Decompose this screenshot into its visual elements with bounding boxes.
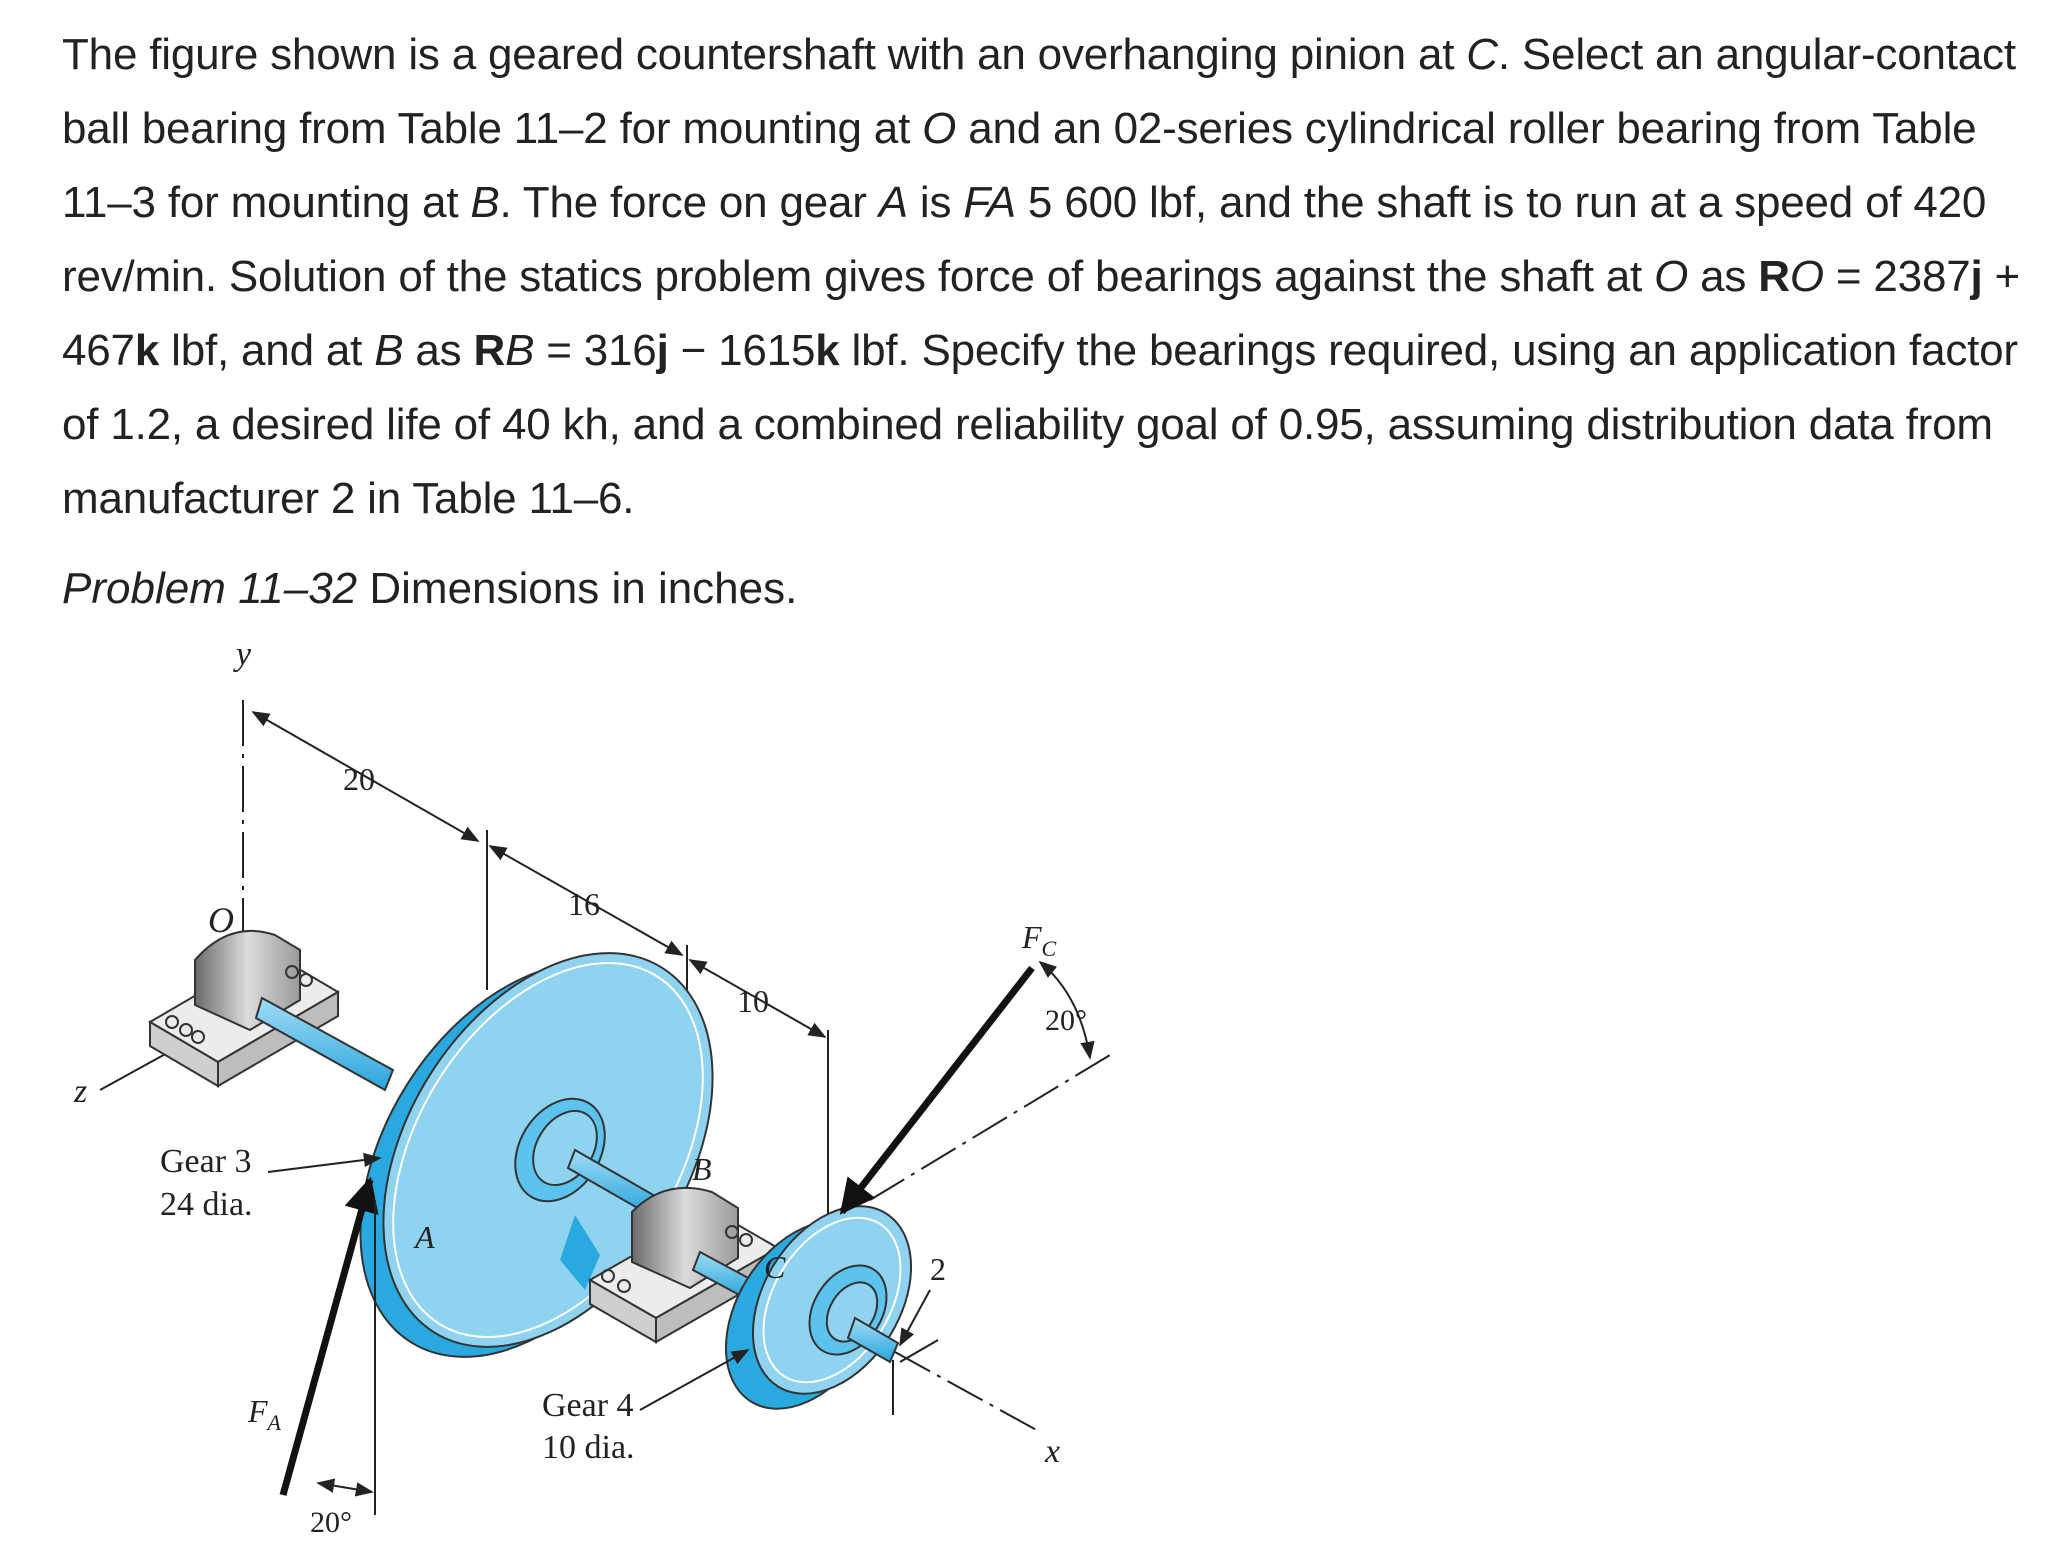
bearing-o (148, 929, 340, 1088)
angle-arc-fc (1038, 960, 1095, 1060)
angle-fc-label: 20° (1045, 1004, 1087, 1037)
dimension-line-10 (688, 959, 827, 1038)
angle-arc-fa (316, 1478, 374, 1497)
vector-r-2: R (473, 326, 506, 375)
gear-3 (359, 952, 714, 1358)
dimension-10: 10 (737, 983, 769, 1019)
var-c: C (1466, 30, 1498, 79)
dimension-line-16 (488, 845, 684, 956)
axis-y-label: y (233, 636, 252, 673)
unit-vector-k-1: k (134, 326, 160, 375)
problem-text-13: − 1615 (668, 326, 816, 375)
gear3-label-line2: 24 dia. (160, 1186, 253, 1223)
dimension-16: 16 (568, 886, 600, 922)
var-a: A (878, 178, 908, 227)
problem-text-1: The figure shown is a geared countershaf… (62, 30, 1467, 79)
label-b: B (692, 1151, 712, 1187)
label-a: A (413, 1219, 435, 1255)
dim-2-tick (899, 1339, 939, 1363)
problem-text-11: as (403, 326, 474, 375)
gear3-label-line1: Gear 3 (160, 1143, 252, 1180)
fc-reference-line (869, 1054, 1111, 1201)
dimension-20: 20 (343, 761, 375, 797)
gear4-label-line2: 10 dia. (542, 1429, 635, 1466)
axis-x-label: x (1044, 1433, 1060, 1470)
dimension-2: 2 (930, 1251, 946, 1287)
force-fc-subscript: C (1042, 936, 1057, 961)
force-fc-arrow (839, 965, 1035, 1215)
caption-text: Dimensions in inches. (357, 564, 798, 613)
problem-number: Problem 11–32 (62, 564, 358, 613)
shaft-end (846, 1316, 900, 1364)
problem-text-14: lbf. Specify the bearings required, usin… (62, 326, 2018, 523)
var-o-3: O (1789, 252, 1824, 301)
gear3-leader (267, 1152, 382, 1173)
gear4-label-line1: Gear 4 (542, 1387, 634, 1424)
force-fa-symbol: F (247, 1393, 268, 1429)
problem-statement: The figure shown is a geared countershaf… (62, 18, 2046, 536)
dimension-line-20 (251, 711, 480, 842)
figure-caption: Problem 11–32 Dimensions in inches. (62, 552, 797, 626)
var-b-3: B (505, 326, 535, 375)
problem-text-9: + 467 (62, 252, 2021, 375)
label-c: C (764, 1249, 786, 1285)
unit-vector-k-2: k (815, 326, 840, 375)
vector-r-1: R (1758, 252, 1790, 301)
force-fc-label: FC (1021, 919, 1057, 961)
angle-fa-label: 20° (310, 1506, 352, 1539)
problem-text-8: = 2387 (1823, 252, 1971, 301)
unit-vector-j-2: j (656, 326, 669, 375)
problem-text-4: . The force on gear (499, 178, 879, 227)
var-fa: FA (963, 178, 1016, 227)
var-o-2: O (1654, 252, 1689, 301)
force-fa-arrow (279, 1176, 379, 1496)
problem-text-5: is (907, 178, 964, 227)
gear4-leader (639, 1349, 750, 1411)
problem-text-6: 5 600 lbf, and the shaft is to run at a … (62, 178, 1987, 301)
axis-z-label: z (73, 1073, 87, 1110)
problem-text-2: . Select an angular-contact ball bearing… (62, 30, 2016, 153)
x-axis-line (894, 1351, 1041, 1433)
force-fc-symbol: F (1021, 919, 1042, 955)
problem-text-7: as (1688, 252, 1759, 301)
var-o: O (922, 104, 957, 153)
shaft-segment-oa (254, 996, 395, 1092)
problem-text-10: lbf, and at (159, 326, 375, 375)
force-fa-label: FA (247, 1393, 282, 1435)
dim-2-leader (899, 1289, 931, 1347)
var-b-2: B (374, 326, 404, 375)
problem-text-12: = 316 (534, 326, 657, 375)
problem-text-3: and an 02-series cylindrical roller bear… (62, 104, 1977, 227)
var-b: B (470, 178, 500, 227)
unit-vector-j-1: j (1970, 252, 1983, 301)
label-o: O (208, 900, 234, 940)
force-fa-subscript: A (266, 1410, 282, 1435)
countershaft-figure: y z x O A B C 20 16 10 2 20° 20° Gear 3 … (73, 636, 1111, 1539)
